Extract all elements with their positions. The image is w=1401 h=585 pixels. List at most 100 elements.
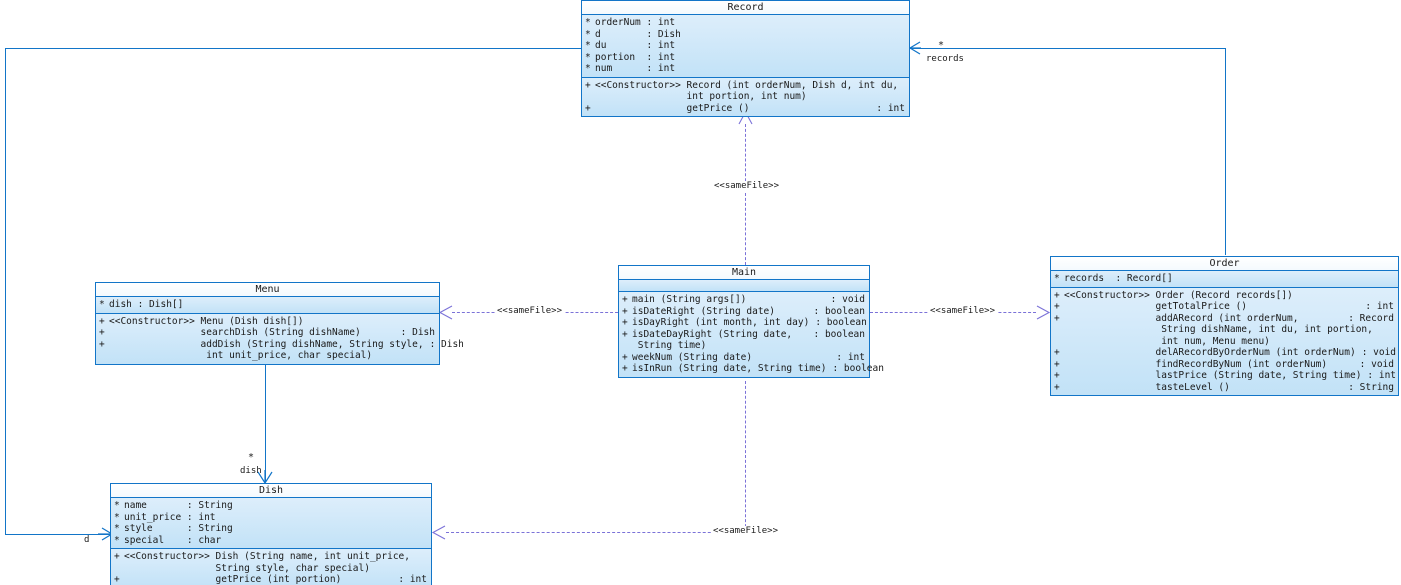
class-operations-order: + <<Constructor>> Order (Record records[…: [1051, 287, 1398, 395]
operation-return-type: [1388, 336, 1394, 348]
operation-signature: addDish (String dishName, String style,: [109, 338, 424, 350]
visibility-marker: *: [1054, 273, 1060, 284]
class-box-menu[interactable]: Menu * dish : Dish[] + <<Constructor>> M…: [95, 282, 464, 365]
operation-signature: int unit_price, char special): [109, 350, 373, 361]
operation-return-type: [859, 340, 865, 352]
visibility-marker: *: [99, 299, 105, 310]
attribute-row: * du : int: [582, 40, 909, 52]
operation-return-type: : boolean: [813, 305, 865, 317]
operation-return-type: : int: [1367, 370, 1397, 381]
visibility-marker: +: [99, 315, 105, 327]
visibility-marker: [622, 340, 632, 352]
visibility-marker: +: [1054, 312, 1060, 324]
operation-signature: getPrice (int portion): [124, 574, 342, 585]
attribute-row: * num : int: [582, 63, 909, 75]
class-operations-menu: + <<Constructor>> Menu (Dish dish[]) + s…: [96, 313, 464, 364]
visibility-marker: +: [585, 102, 591, 114]
operation-signature: String time): [632, 340, 707, 351]
class-title-main: Main: [619, 266, 869, 280]
visibility-marker: *: [585, 40, 591, 51]
operation-row: + searchDish (String dishName) : Dish: [96, 327, 439, 339]
attribute-signature: special : char: [124, 534, 222, 546]
operation-row: + getTotalPrice () : int: [1051, 301, 1398, 313]
operation-return-type: : boolean: [832, 363, 884, 374]
operation-return-type: : int: [836, 351, 865, 363]
operation-signature: <<Constructor>> Order (Record records[]): [1064, 289, 1293, 301]
assoc-order-record-horizontal: [910, 48, 1225, 49]
operation-row: + <<Constructor>> Order (Record records[…: [1051, 290, 1398, 302]
visibility-marker: *: [114, 523, 120, 534]
operation-row: + isDayRight (int month, int day) : bool…: [619, 317, 869, 329]
operation-signature: delARecordByOrderNum (int orderNum): [1064, 347, 1356, 358]
operation-row: + isDateRight (String date) : boolean: [619, 306, 869, 318]
operation-signature: int num, Menu menu): [1064, 335, 1270, 347]
operation-signature: getTotalPrice (): [1064, 301, 1248, 312]
operation-signature: searchDish (String dishName): [109, 327, 361, 338]
attribute-signature: orderNum : int: [595, 17, 676, 28]
visibility-marker: +: [99, 338, 105, 350]
operation-return-type: : int: [1365, 301, 1394, 312]
operation-return-type: : int: [398, 574, 427, 585]
visibility-marker: *: [114, 534, 120, 546]
attribute-signature: records : Record[]: [1064, 273, 1173, 284]
operation-signature: <<Constructor>> Dish (String name, int u…: [124, 551, 410, 574]
operation-row: + <<Constructor>> Record (int orderNum, …: [582, 80, 909, 103]
attribute-signature: name : String: [124, 500, 233, 511]
visibility-marker: +: [1054, 358, 1060, 370]
operation-signature: isInRun (String date, String time): [632, 363, 827, 374]
assoc-order-record-role: records: [926, 54, 964, 64]
operation-return-type: [899, 80, 905, 103]
dep-main-dish-vertical: [745, 381, 746, 532]
visibility-marker: +: [1054, 347, 1060, 358]
visibility-marker: +: [622, 317, 628, 328]
attribute-row: * special : char: [111, 535, 431, 547]
class-box-record[interactable]: Record * orderNum : int * d : Dish * du …: [581, 0, 910, 117]
class-title-menu: Menu: [96, 283, 439, 297]
class-operations-main: + main (String args[]) : void + isDateRi…: [619, 292, 884, 377]
operation-signature: addARecord (int orderNum,: [1064, 312, 1299, 324]
operation-return-type: : Dish: [429, 338, 464, 350]
visibility-marker: +: [1054, 370, 1060, 381]
operation-signature: lastPrice (String date, String time): [1064, 370, 1362, 381]
visibility-marker: +: [622, 351, 628, 363]
operation-row: int unit_price, char special): [96, 350, 439, 362]
operation-return-type: : boolean: [815, 317, 867, 328]
operation-signature: isDateRight (String date): [632, 305, 775, 317]
operation-return-type: [429, 350, 435, 362]
dep-main-order-label: <<sameFile>>: [928, 306, 998, 317]
attribute-signature: d : Dish: [595, 28, 681, 40]
operation-row: + <<Constructor>> Dish (String name, int…: [111, 551, 431, 574]
visibility-marker: *: [585, 28, 591, 40]
dep-main-record-label: <<sameFile>>: [712, 181, 782, 192]
assoc-record-dish-role: d: [84, 535, 90, 545]
class-box-main[interactable]: Main + main (String args[]) : void + isD…: [618, 265, 884, 378]
class-box-order[interactable]: Order * records : Record[] + <<Construct…: [1050, 256, 1399, 396]
dep-main-menu-label: <<sameFile>>: [495, 306, 565, 317]
assoc-order-record-arrowhead: [908, 41, 921, 55]
operation-signature: main (String args[]): [632, 294, 747, 305]
operation-return-type: : void: [1359, 358, 1394, 370]
operation-signature: findRecordByNum (int orderNum): [1064, 358, 1328, 370]
attribute-signature: dish : Dish[]: [109, 299, 184, 310]
visibility-marker: *: [585, 17, 591, 28]
operation-row: + getPrice () : int: [582, 103, 909, 115]
attribute-row: * records : Record[]: [1051, 273, 1398, 285]
assoc-order-record-multiplicity: *: [938, 40, 945, 51]
operation-row: + delARecordByOrderNum (int orderNum) : …: [1051, 347, 1398, 359]
class-box-dish[interactable]: Dish * name : String * unit_price : int …: [110, 483, 432, 585]
attribute-row: * unit_price : int: [111, 512, 431, 524]
visibility-marker: +: [622, 328, 628, 340]
assoc-record-dish-top: [5, 48, 582, 49]
class-attributes-record: * orderNum : int * d : Dish * du : int *…: [582, 15, 909, 78]
class-attributes-dish: * name : String * unit_price : int * sty…: [111, 498, 431, 549]
visibility-marker: +: [1054, 289, 1060, 301]
operation-row: + main (String args[]) : void: [619, 294, 869, 306]
operation-return-type: [429, 316, 435, 328]
assoc-menu-dish-multiplicity: *: [248, 452, 255, 463]
attribute-signature: style : String: [124, 523, 233, 534]
operation-row: int num, Menu menu): [1051, 336, 1398, 348]
attribute-row: * d : Dish: [582, 29, 909, 41]
visibility-marker: +: [1054, 381, 1060, 393]
operation-return-type: [1388, 290, 1394, 302]
operation-signature: tasteLevel (): [1064, 381, 1230, 393]
